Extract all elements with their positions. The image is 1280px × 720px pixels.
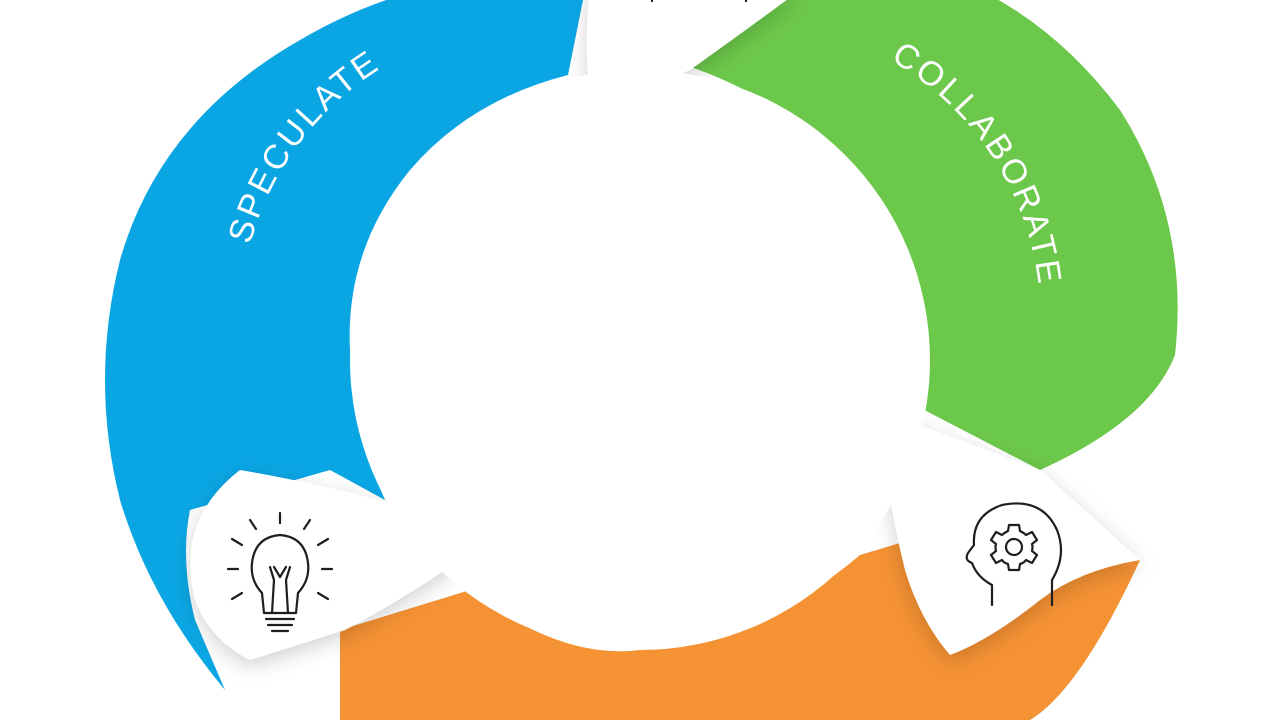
center-circle xyxy=(350,70,930,650)
segment-collaborate xyxy=(685,0,1178,470)
lightbulb-icon xyxy=(226,511,334,633)
head-gear-icon xyxy=(965,502,1063,607)
top-icon-partial xyxy=(650,0,748,3)
arrow-tip-right xyxy=(880,410,1140,655)
segment-speculate xyxy=(105,0,583,690)
